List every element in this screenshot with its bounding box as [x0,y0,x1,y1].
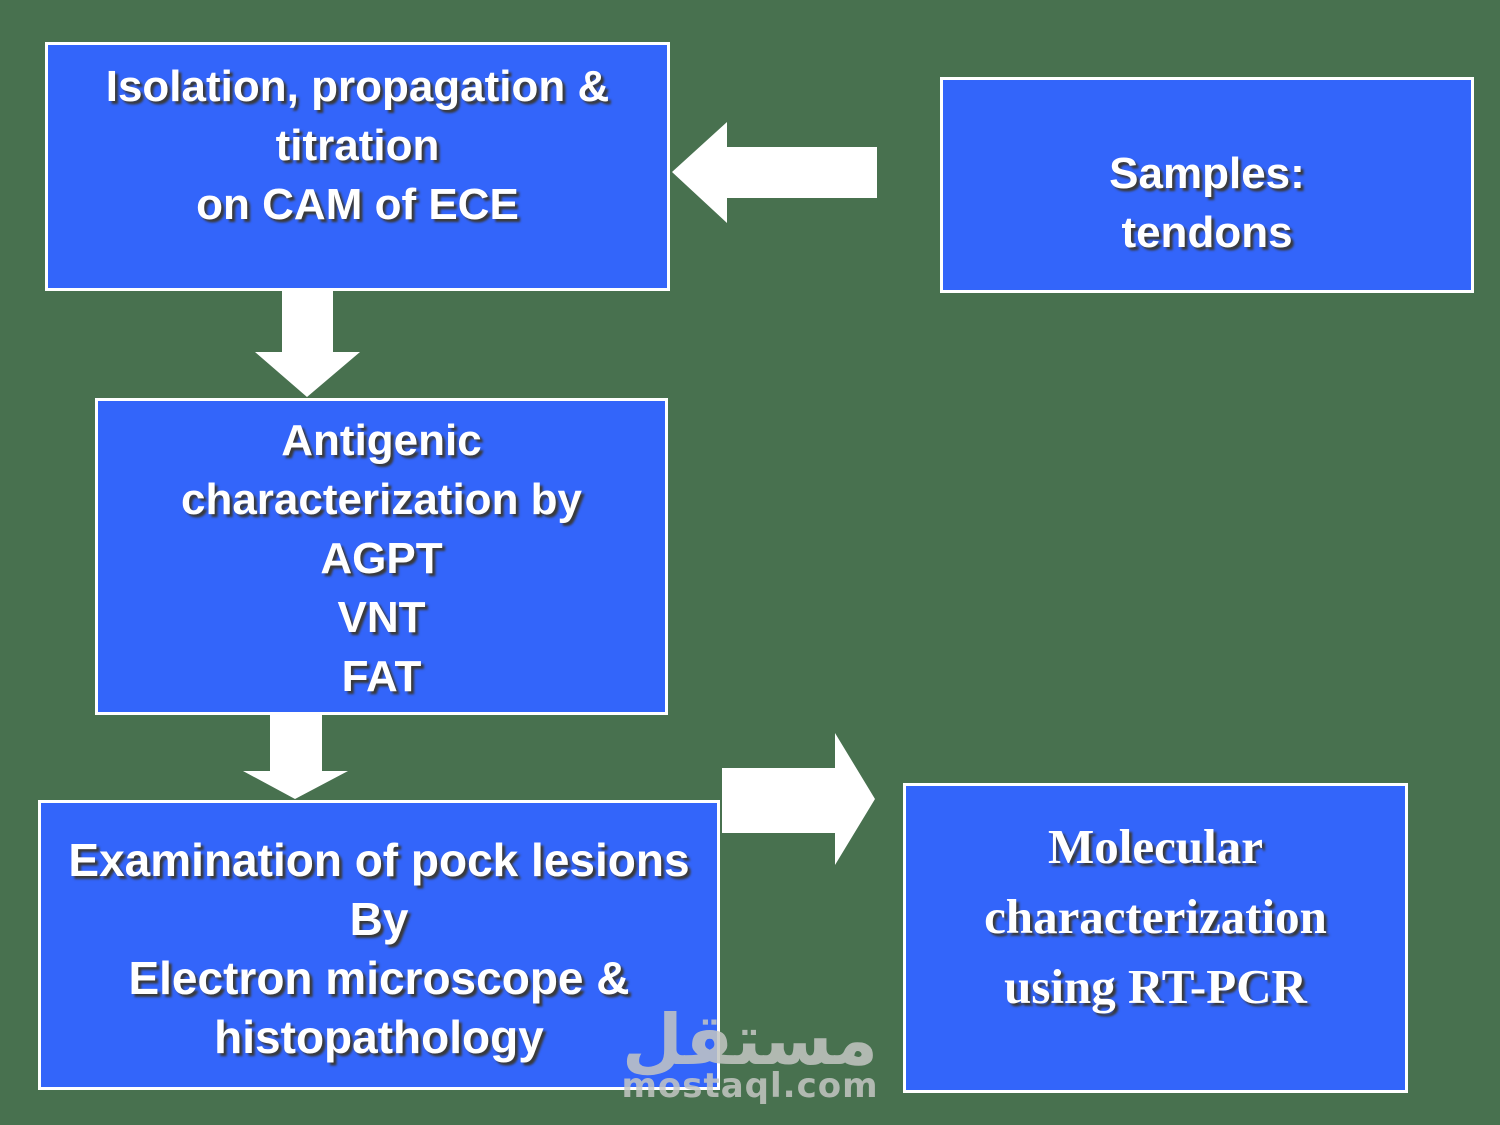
examination-line-2: By [349,893,409,945]
molecular-line-1: Molecular [1048,819,1263,874]
flow-box-samples: Samples: tendons [940,77,1474,293]
isolation-line-2: titration [275,121,440,170]
examination-line-4: histopathology [214,1011,544,1063]
isolation-line-1: Isolation, propagation & [105,62,610,111]
flow-box-examination: Examination of pock lesions By Electron … [38,800,720,1090]
samples-line-2: tendons [1121,208,1293,257]
right-arrow-icon [722,733,875,865]
down-arrow-icon [255,291,360,397]
flow-box-antigenic: Antigenic characterization by AGPT VNT F… [95,398,668,715]
antigenic-line-1: Antigenic [281,416,482,465]
molecular-line-3: using RT-PCR [1004,959,1307,1014]
samples-line-1: Samples: [1109,149,1305,198]
watermark-site-text: mostaql.com [621,1066,879,1106]
antigenic-line-3: AGPT [320,534,443,583]
antigenic-line-5: FAT [341,652,422,701]
watermark-arabic-text: مستقل [621,999,878,1081]
antigenic-line-4: VNT [337,593,426,642]
antigenic-line-2: characterization by [180,475,583,524]
molecular-line-2: characterization [984,889,1327,944]
left-arrow-icon [672,122,877,223]
flow-box-isolation: Isolation, propagation & titration on CA… [45,42,670,291]
examination-line-1: Examination of pock lesions [68,834,690,886]
watermark: مستقل mostaql.com [600,1004,900,1104]
isolation-line-3: on CAM of ECE [196,180,519,229]
down-arrow-icon [243,715,348,799]
examination-line-3: Electron microscope & [128,952,630,1004]
flow-box-molecular: Molecular characterization using RT-PCR [903,783,1408,1093]
